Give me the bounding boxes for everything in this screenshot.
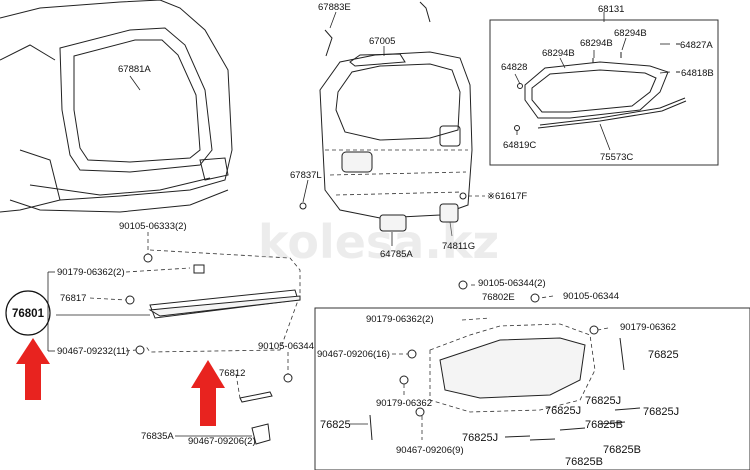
label-76801: 76801 bbox=[12, 308, 45, 320]
red-arrow-left bbox=[16, 338, 50, 400]
label-90179-06362-b: 90179-06362(2) bbox=[366, 314, 434, 325]
label-67881a: 67881A bbox=[118, 64, 151, 75]
rear-glass-illustration bbox=[514, 43, 687, 131]
label-68294b-2: 68294B bbox=[580, 38, 613, 49]
label-68294b-3: 68294B bbox=[614, 28, 647, 39]
label-68131: 68131 bbox=[598, 4, 624, 15]
label-67837l: 67837L bbox=[290, 170, 322, 181]
label-64819c: 64819C bbox=[503, 140, 536, 151]
label-76825j-a: 76825J bbox=[545, 405, 581, 417]
vehicle-rear-illustration bbox=[0, 0, 233, 213]
label-90467-09206-c: 90467-09206(9) bbox=[396, 445, 464, 456]
label-67883e: 67883E bbox=[318, 2, 351, 13]
label-76825b-b: 76825B bbox=[603, 444, 641, 456]
label-76825b-c: 76825B bbox=[565, 456, 603, 468]
leader-lines bbox=[47, 11, 671, 440]
label-90105-06344-a: 90105-06344 bbox=[258, 341, 314, 352]
label-76825j-c: 76825J bbox=[643, 406, 679, 418]
label-76825b-a: 76825B bbox=[585, 419, 623, 431]
label-76825-b: 76825 bbox=[320, 419, 351, 431]
label-75573c: 75573C bbox=[600, 152, 633, 163]
label-76825-a: 76825 bbox=[648, 349, 679, 361]
label-90105-06344-b: 90105-06344(2) bbox=[478, 278, 546, 289]
label-76825j-b: 76825J bbox=[585, 395, 621, 407]
label-90105-06344-c: 90105-06344 bbox=[563, 291, 619, 302]
lamp-64785a-shape bbox=[379, 214, 407, 232]
label-76812: 76812 bbox=[219, 368, 245, 379]
label-68294b-1: 68294B bbox=[542, 48, 575, 59]
label-90179-06362-c: 90179-06362 bbox=[620, 322, 676, 333]
label-76817: 76817 bbox=[60, 293, 86, 304]
lamp-74811g-shape bbox=[439, 203, 459, 223]
red-arrow-center bbox=[191, 360, 225, 426]
upper-garnish-illustration bbox=[125, 249, 301, 355]
label-90467-09232: 90467-09232(11) bbox=[57, 346, 129, 357]
stopper-shape bbox=[299, 202, 307, 210]
label-76835a: 76835A bbox=[141, 431, 174, 442]
switch-shape bbox=[459, 192, 467, 200]
label-90467-09206-b: 90467-09206(16) bbox=[317, 349, 390, 360]
lower-garnish-illustration bbox=[369, 280, 641, 441]
screw-shape bbox=[283, 373, 293, 383]
tailgate-illustration bbox=[319, 1, 473, 219]
bracket-76835a-shape bbox=[251, 423, 271, 445]
label-76802e: 76802E bbox=[482, 292, 515, 303]
lower-garnish-box bbox=[314, 307, 750, 470]
label-61617f: ※61617F bbox=[487, 191, 527, 202]
label-90179-06362-a: 90179-06362(2) bbox=[57, 267, 125, 278]
highlight-circle-76801 bbox=[5, 290, 51, 336]
label-90179-06362-d: 90179-06362 bbox=[376, 398, 432, 409]
label-76825j-d: 76825J bbox=[462, 432, 498, 444]
label-90105-06333: 90105-06333(2) bbox=[119, 221, 187, 232]
plate-76812-shape bbox=[239, 391, 273, 403]
watermark: kolesa.kz bbox=[258, 215, 499, 269]
label-64785a: 64785A bbox=[380, 249, 413, 260]
label-90467-09206-a: 90467-09206(2) bbox=[188, 436, 256, 447]
label-67005: 67005 bbox=[369, 36, 395, 47]
label-64828: 64828 bbox=[501, 62, 527, 73]
label-74811g: 74811G bbox=[442, 241, 475, 252]
label-64818b: 64818B bbox=[681, 68, 714, 79]
label-64827a: 64827A bbox=[680, 40, 713, 51]
